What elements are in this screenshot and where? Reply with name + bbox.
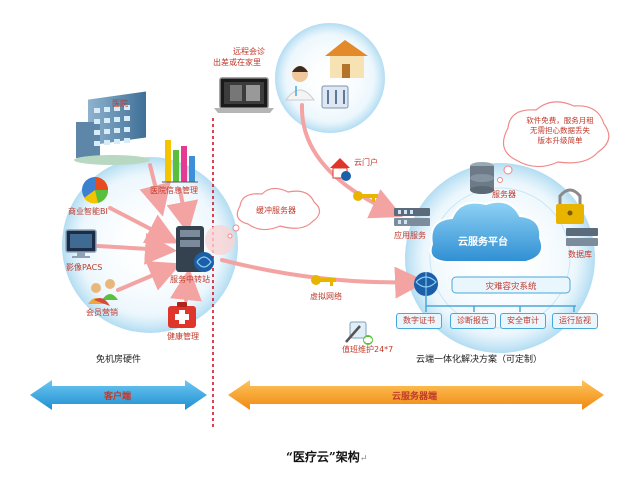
buffer-label: 缓冲服务器 [256,206,296,215]
dr-box [451,276,571,294]
link-health [170,268,202,302]
link-pacs [96,232,177,265]
database-icon [470,162,494,194]
maintenance-label: 值班维护24*7 [342,345,394,354]
vnet-key-icon [311,275,336,286]
caption-text: “医疗云”架构 [286,450,360,464]
hospital-icon [74,91,150,165]
monitor-icon [65,229,97,258]
cloud-side-arrow [228,380,604,410]
xray-icon [321,85,349,109]
figure-caption: “医疗云”架构↵ [286,448,367,465]
client-side-arrow [30,380,207,410]
cloud-footer: 云端一体化解决方案（可定制） [416,355,543,365]
cloud-icon [429,200,544,263]
remote-label: 远程会诊 [233,47,265,56]
advantage-line-3: 版本升级简单 [537,136,583,145]
globe-icon [414,272,438,296]
portal-icon [330,158,351,181]
advantage-text: 软件免费，服务月租 无需担心数据丢失 版本升级简单 [518,116,602,146]
bar-chart-icon [162,140,198,183]
health-label: 健康管理 [167,332,199,341]
buffer-bubble [227,187,321,239]
advantage-line-2: 无需担心数据丢失 [530,126,590,135]
link-his [166,188,199,234]
app-server-icon [394,208,430,226]
advantage-bubble [497,101,610,183]
database-label: 数据库 [568,250,592,259]
relay-label: 服务中转站 [170,275,210,284]
member-label: 会员营销 [86,308,118,317]
client-arrow-label: 客户端 [104,392,132,402]
link-hospital [139,163,171,217]
cloud-arrow-label: 云服务器端 [392,392,438,402]
his-label: 医院信息管理 [150,186,198,195]
doctor-icon [285,66,315,101]
pie-chart-icon [82,177,109,204]
vnet-label: 虚拟网络 [310,292,342,301]
client-footer: 免机房硬件 [96,355,142,365]
function-audit: 安全审计 [500,313,546,329]
lock-icon [556,188,584,224]
key-icon [353,191,378,202]
storage-icon [566,228,598,246]
advantage-line-1: 软件免费，服务月租 [526,116,594,125]
hospital-label: 医院 [112,99,128,108]
app-service-label: 应用服务 [394,231,426,240]
function-monitor: 运行监视 [552,313,598,329]
portal-label: 云门户 [354,158,378,167]
link-member [116,261,182,292]
server-label: 服务器 [492,190,516,199]
remote-sub-label: 出差或在家里 [213,58,261,67]
pacs-label: 影像PACS [66,263,103,272]
caption-return-mark: ↵ [359,454,368,464]
function-cert: 数字证书 [396,313,442,329]
laptop-icon [214,77,274,113]
house-icon [325,40,368,78]
function-report: 诊断报告 [450,313,496,329]
dr-label: 灾难容灾系统 [485,282,537,292]
first-aid-icon [168,302,196,328]
server-tower-icon [176,225,235,272]
tools-icon [345,321,373,345]
people-icon [88,279,118,306]
bi-label: 商业智能BI [68,207,108,216]
platform-label: 云服务平台 [458,237,508,248]
